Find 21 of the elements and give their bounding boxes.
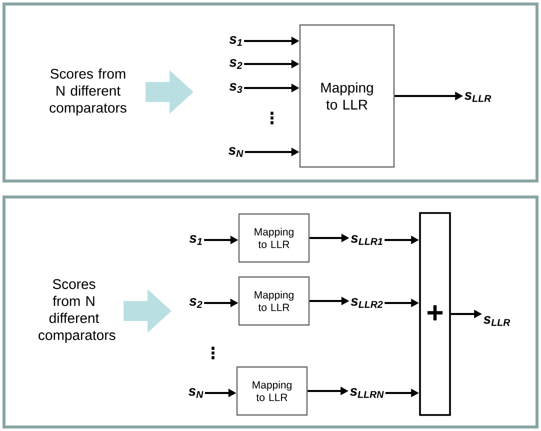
signal-label: s$_{LLRN}$ (350, 388, 384, 398)
mapping-box: Mapping to LLR (238, 276, 310, 326)
sum-box: + (419, 212, 451, 416)
signal-label: s$_{2}$ (229, 59, 242, 69)
description-text: Scores from N different comparators (50, 68, 126, 116)
ellipsis-text: ⋮ (212, 346, 214, 360)
signal-label: s$_{2}$ (189, 298, 202, 308)
signal-label: s$_{N}$ (188, 388, 204, 398)
mapping-box: Mapping to LLR (236, 366, 308, 416)
signal-label: s$_{1}$ (229, 36, 242, 46)
description-text: Scores from N different comparators (38, 279, 116, 343)
signal-label: s$_{3}$ (229, 83, 242, 93)
signal-label: s$_{LLR}$ (464, 92, 492, 102)
signal-label: s$_{LLR1}$ (350, 235, 382, 245)
signal-label: s$_{LLR2}$ (350, 298, 383, 308)
mapping-box: Mapping to LLR (299, 24, 395, 168)
mapping-box: Mapping to LLR (238, 213, 310, 263)
signal-label: s$_{LLR}$ (483, 316, 510, 326)
signal-label: s$_{1}$ (189, 235, 202, 245)
signal-label: s$_{N}$ (228, 147, 244, 157)
ellipsis-text: ⋮ (270, 112, 274, 124)
